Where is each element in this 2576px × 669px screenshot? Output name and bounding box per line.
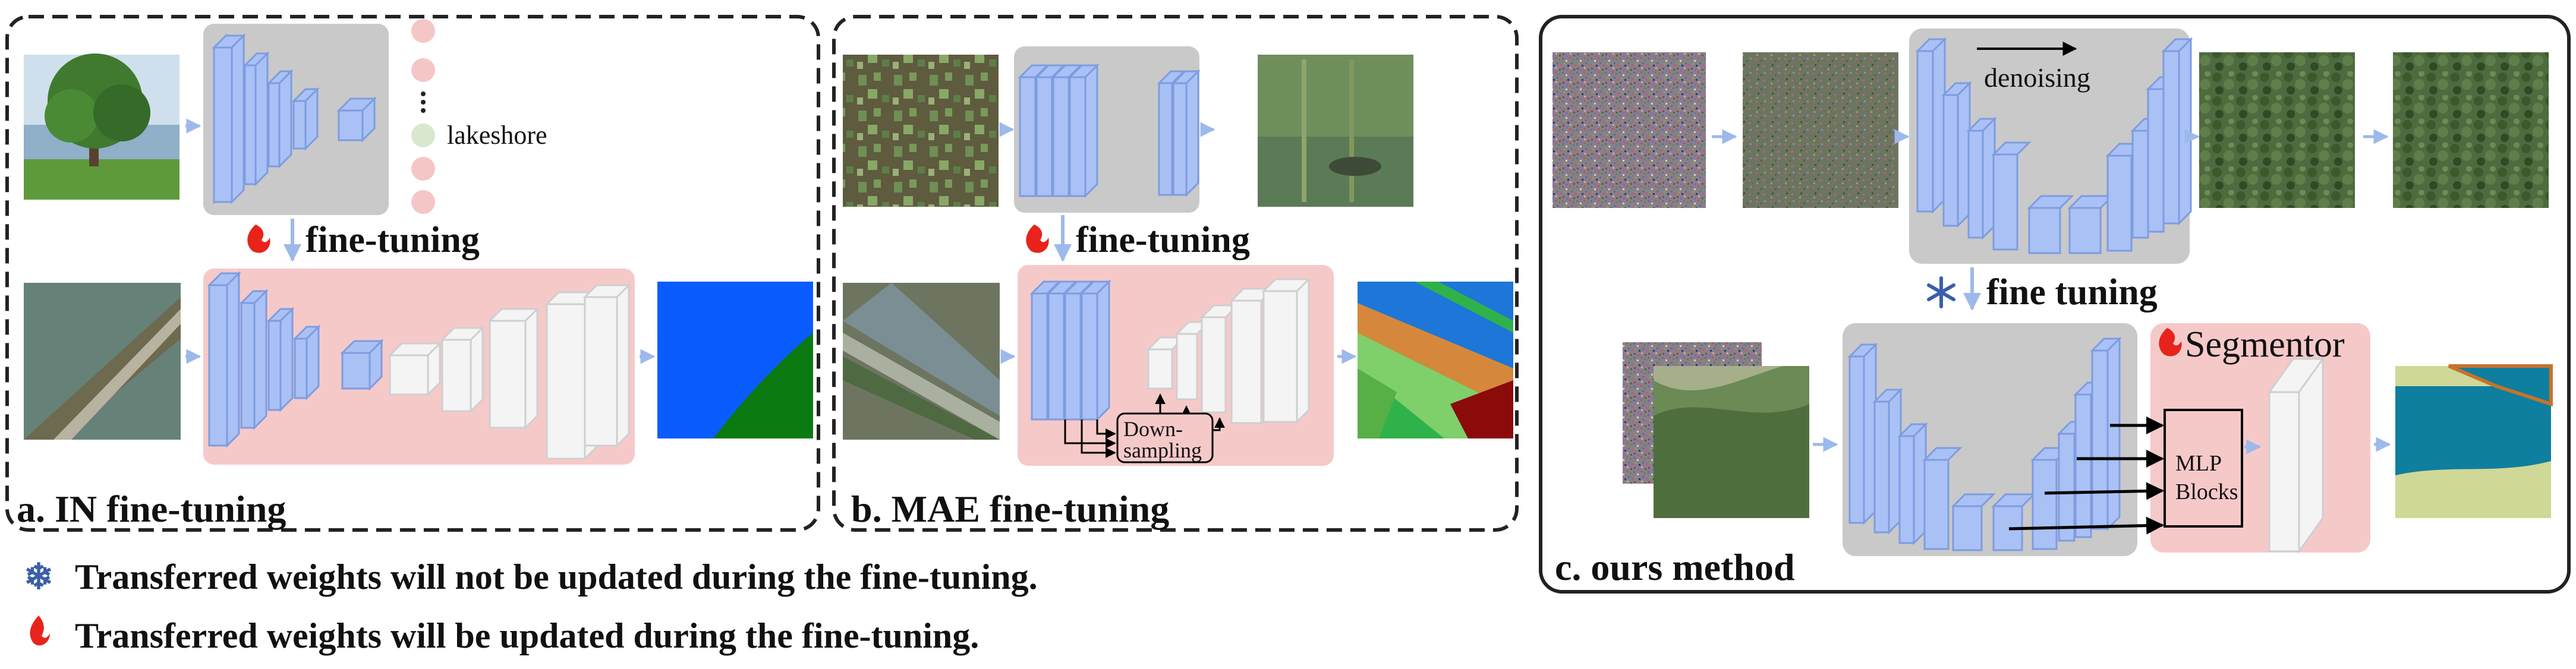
mlp-label-2: Blocks [2175, 479, 2238, 504]
masked-image [843, 55, 999, 207]
class-probability-dots [411, 19, 435, 214]
panel-b: fine-tuning [843, 46, 1513, 530]
flame-icon [1026, 225, 1049, 253]
mlp-label-1: MLP [2175, 451, 2222, 476]
denoised-image-1 [2199, 52, 2355, 208]
segmentor-output-block [2268, 356, 2325, 554]
flame-icon [247, 225, 270, 253]
feature-connections [2008, 416, 2164, 535]
legend-trainable-text: Transferred weights will be updated duri… [75, 616, 980, 655]
panel-c-frame [1539, 15, 2571, 594]
mae-encoder-blocks [1018, 63, 1201, 198]
panel-a-frame [5, 15, 820, 532]
unet-blocks-top [1915, 37, 2193, 254]
segmentation-output-a [657, 282, 813, 438]
legend-trainable: Transferred weights will be updated duri… [18, 614, 979, 657]
snowflake-icon: ❄ [23, 557, 54, 597]
panel-c: denoising fine tuning [1552, 29, 2553, 588]
denoised-image-2 [2393, 52, 2549, 208]
aerial-input-image [1654, 366, 1809, 518]
tree-image [24, 53, 179, 200]
pure-noise-image [1552, 52, 1706, 208]
mlp-blocks-box [2164, 409, 2243, 528]
unet-blocks-bottom [1847, 336, 2122, 551]
panel-c-label: c. ours method [1555, 546, 1795, 588]
denoising-label: denoising [1984, 62, 2090, 93]
panel-a: lakeshore fine-tuning [17, 19, 813, 530]
encoder-blocks-a [207, 271, 384, 448]
class-label-lakeshore: lakeshore [447, 121, 547, 150]
decoder-blocks-a [388, 283, 631, 461]
panel-c-fine-tuning-label: fine tuning [1986, 272, 2158, 313]
downsampling-label-2: sampling [1123, 438, 1202, 462]
reconstructed-image [1258, 55, 1413, 207]
aerial-image-b [843, 283, 1000, 440]
pretrain-encoder-blocks [212, 33, 377, 204]
segmentation-output-c [2395, 364, 2553, 518]
legend-frozen-text: Transferred weights will not be updated … [75, 557, 1038, 597]
panel-a-fine-tuning-label: fine-tuning [306, 220, 480, 260]
legend-frozen: ❄ Transferred weights will not be updated… [18, 556, 1038, 598]
panel-b-fine-tuning-label: fine-tuning [1076, 220, 1250, 260]
flame-icon [2159, 328, 2182, 356]
downsampling-box [1116, 412, 1214, 463]
encoder-blocks-b [1029, 279, 1111, 422]
decoder-blocks-b [1146, 277, 1311, 424]
panel-b-label: b. MAE fine-tuning [851, 488, 1169, 530]
noisy-image [1743, 52, 1898, 208]
aerial-image-a [24, 283, 181, 440]
panel-b-frame [832, 15, 1519, 532]
downsampling-label-1: Down- [1123, 417, 1183, 441]
flame-icon [18, 614, 59, 657]
snowflake-icon [1927, 276, 1955, 308]
panel-a-label: a. IN fine-tuning [17, 488, 286, 530]
segmentation-output-b [1358, 282, 1513, 438]
